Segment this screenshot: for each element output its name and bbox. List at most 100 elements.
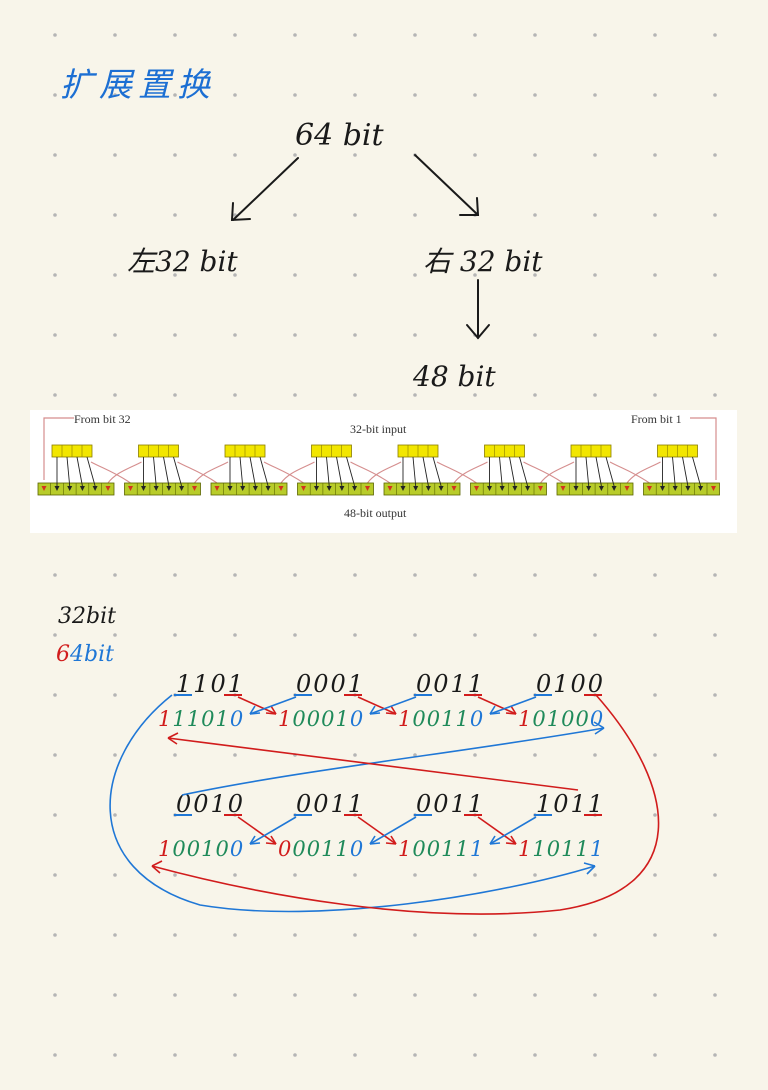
output-first-bit: 1 (398, 707, 412, 731)
grid-dot (53, 813, 57, 817)
grid-dot (173, 753, 177, 757)
red-arrowhead (505, 705, 517, 715)
grid-dot (173, 573, 177, 577)
wire-arrowhead (413, 486, 419, 491)
grid-dot (413, 273, 417, 277)
output-last-bit: 0 (470, 707, 484, 731)
blue-arrowhead (369, 835, 381, 845)
grid-dot (653, 33, 657, 37)
grid-dot (413, 933, 417, 937)
edge-arrowhead (214, 486, 220, 491)
wire-arrowhead (314, 486, 319, 491)
red-arrowhead (385, 835, 397, 845)
output-first-bit: 1 (518, 707, 532, 731)
cross-wire (194, 461, 229, 484)
red-arrow (477, 696, 517, 715)
wire-arrowhead (179, 486, 185, 491)
grid-dot (233, 93, 237, 97)
grid-dot (113, 873, 117, 877)
wire-arrowhead (67, 486, 73, 491)
output-last-bit: 0 (350, 837, 364, 861)
grid-dot (593, 93, 597, 97)
straight-wire (585, 456, 590, 487)
red-arrowhead (385, 705, 397, 715)
cross-wire (367, 461, 402, 484)
grid-dot (113, 153, 117, 157)
grid-dot (533, 873, 537, 877)
straight-wire (86, 456, 96, 487)
edge-arrowhead (192, 486, 197, 491)
grid-dot (173, 333, 177, 337)
wire-arrowhead (265, 486, 271, 491)
grid-dot (713, 273, 717, 277)
grid-dot (113, 393, 117, 397)
grid-dot (413, 1053, 417, 1057)
straight-wire (239, 456, 244, 487)
grid-dot (473, 633, 477, 637)
edge-arrowhead (560, 486, 566, 491)
straight-wire (509, 456, 516, 487)
wire-arrowhead (153, 486, 159, 491)
grid-dot (473, 273, 477, 277)
input-nibble: 1011 (536, 790, 605, 818)
grid-dot (113, 933, 117, 937)
edge-arrowhead (365, 486, 370, 491)
grid-dot (113, 1053, 117, 1057)
grid-dot (53, 933, 57, 937)
grid-dot (653, 273, 657, 277)
wire-arrowhead (660, 486, 665, 491)
straight-wire (412, 456, 417, 487)
blue-arrowhead (489, 705, 501, 715)
blue-arrowhead (249, 835, 261, 845)
input-nibble: 0011 (416, 790, 485, 818)
output-block: 111010 (158, 707, 244, 731)
wire-arrowhead (339, 486, 345, 491)
grid-dot (413, 993, 417, 997)
straight-wire (422, 456, 429, 487)
grid-dot (233, 933, 237, 937)
red-arrow (357, 696, 397, 715)
blue-loop-arrow (109, 694, 596, 913)
straight-wire (519, 456, 529, 487)
grid-dot (353, 573, 357, 577)
grid-dot (653, 1053, 657, 1057)
grid-dot (653, 633, 657, 637)
output-first-bit: 1 (518, 837, 532, 861)
legend-32bit: 32bit (58, 604, 116, 629)
wire-arrowhead (54, 486, 60, 491)
output-block: 100010 (278, 707, 364, 731)
wire-arrowhead (611, 486, 617, 491)
grid-dot (533, 153, 537, 157)
output-first-bit: 1 (398, 837, 412, 861)
wire-arrowhead (499, 486, 505, 491)
output-middle-bits: 1101 (172, 707, 229, 731)
wire-arrowhead (438, 486, 444, 491)
straight-wire (153, 456, 157, 487)
grid-dot (713, 333, 717, 337)
grid-dot (593, 753, 597, 757)
grid-dot (413, 633, 417, 637)
grid-dot (713, 753, 717, 757)
grid-dot (473, 753, 477, 757)
wire-arrowhead (240, 486, 246, 491)
grid-dot (173, 933, 177, 937)
output-first-bit: 1 (158, 837, 172, 861)
red-arrow (237, 696, 277, 715)
red-long-arrow (167, 737, 579, 791)
grid-dot (593, 933, 597, 937)
grid-dot (173, 93, 177, 97)
straight-wire (163, 456, 170, 487)
grid-dot (653, 573, 657, 577)
grid-dot (593, 33, 597, 37)
grid-dot (413, 873, 417, 877)
grid-dot (653, 213, 657, 217)
edge-arrowhead (301, 486, 306, 491)
straight-wire (499, 456, 503, 487)
grid-dot (53, 213, 57, 217)
grid-dot (233, 273, 237, 277)
input-label: 32-bit input (350, 422, 407, 436)
grid-dot (713, 393, 717, 397)
grid-dot (353, 753, 357, 757)
output-middle-bits: 0001 (292, 707, 349, 731)
grid-dot (353, 1053, 357, 1057)
